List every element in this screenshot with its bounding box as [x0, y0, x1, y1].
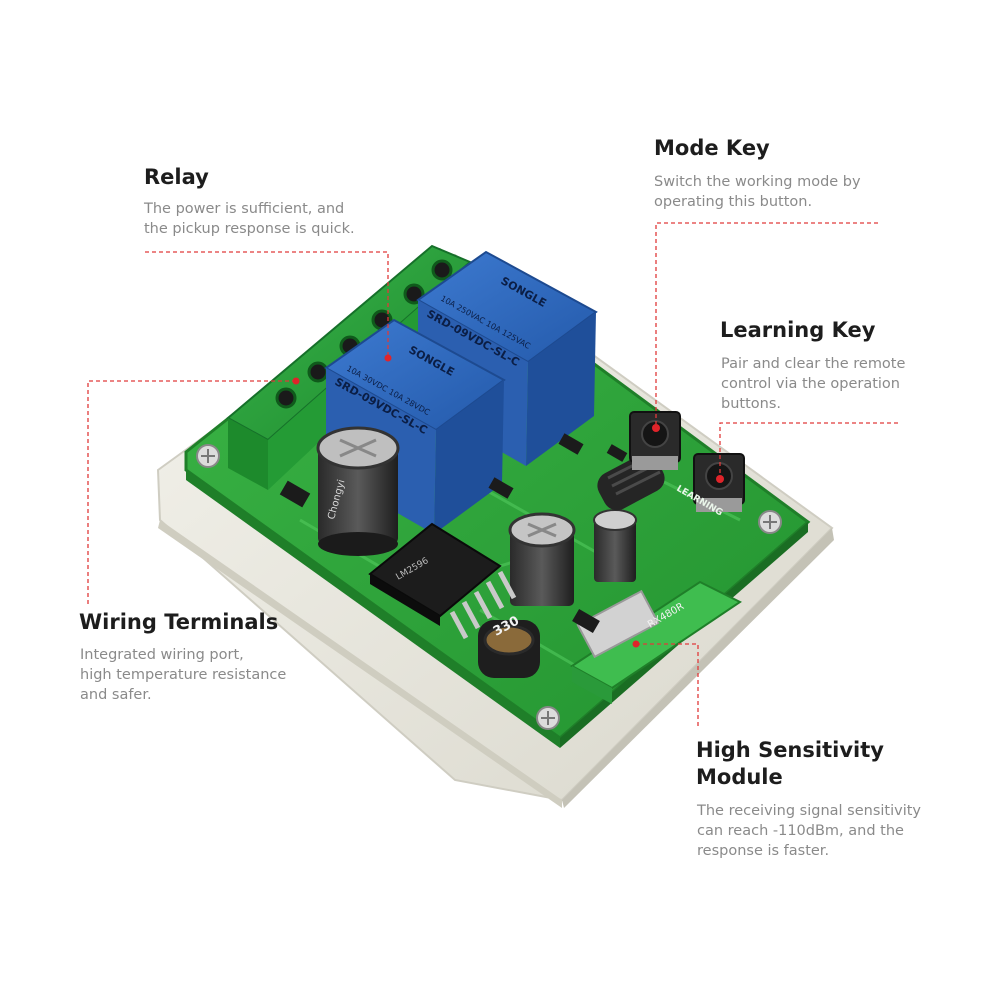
- learning-key-desc-line-2: control via the operation: [721, 376, 900, 392]
- relay-desc-line-2: the pickup response is quick.: [144, 221, 355, 237]
- leader-lines: [87, 222, 898, 728]
- learning-key-desc: Pair and clear the remote control via th…: [721, 354, 905, 414]
- high-sensitivity-desc-line-3: response is faster.: [697, 843, 830, 859]
- learning-key-desc-line-3: buttons.: [721, 396, 781, 412]
- leader-dots: [292, 354, 724, 648]
- high-sensitivity-desc-line-2: can reach -110dBm, and the: [697, 823, 904, 839]
- mode-key-desc: Switch the working mode by operating thi…: [654, 172, 861, 212]
- learning-key-dot: [716, 475, 724, 483]
- smd-components: [279, 433, 628, 634]
- high-sensitivity-desc: The receiving signal sensitivity can rea…: [697, 801, 921, 861]
- high-sensitivity-title-line-2: Module: [696, 765, 783, 789]
- mode-key-leader: [655, 222, 878, 426]
- wiring-terminals-title: Wiring Terminals: [79, 610, 279, 634]
- mode-key-desc-line-1: Switch the working mode by: [654, 174, 861, 190]
- high-sensitivity-title-line-1: High Sensitivity: [696, 738, 884, 762]
- learning-key-title: Learning Key: [720, 318, 876, 342]
- learning-key-desc-line-1: Pair and clear the remote: [721, 356, 906, 372]
- wiring-desc-line-3: and safer.: [80, 687, 152, 703]
- relay-dot: [384, 354, 392, 362]
- high-sensitivity-desc-line-1: The receiving signal sensitivity: [697, 803, 922, 819]
- wiring-desc-line-1: Integrated wiring port,: [80, 647, 244, 663]
- relay-desc-line-1: The power is sufficient, and: [144, 201, 345, 217]
- learning-key-leader: [719, 422, 898, 478]
- mode-key-desc-line-2: operating this button.: [654, 194, 813, 210]
- capacitor-mini: [593, 509, 637, 582]
- wiring-desc-line-2: high temperature resistance: [80, 667, 287, 683]
- receiver-module: [570, 580, 742, 704]
- wiring-terminals-desc: Integrated wiring port, high temperature…: [80, 645, 286, 705]
- capacitor-small: [508, 512, 576, 606]
- voltage-regulator: [368, 522, 517, 640]
- module-dot: [632, 640, 640, 648]
- relay-title: Relay: [144, 165, 209, 189]
- capacitor-large: [316, 426, 400, 556]
- high-sensitivity-title: High Sensitivity Module: [696, 737, 884, 791]
- mode-key-dot: [652, 424, 660, 432]
- wiring-dot: [292, 377, 300, 385]
- relay-desc: The power is sufficient, and the pickup …: [144, 199, 355, 239]
- mode-key-title: Mode Key: [654, 136, 770, 160]
- relay-leader: [145, 251, 389, 356]
- mode-key-button: [629, 411, 681, 470]
- inductor: [478, 620, 540, 678]
